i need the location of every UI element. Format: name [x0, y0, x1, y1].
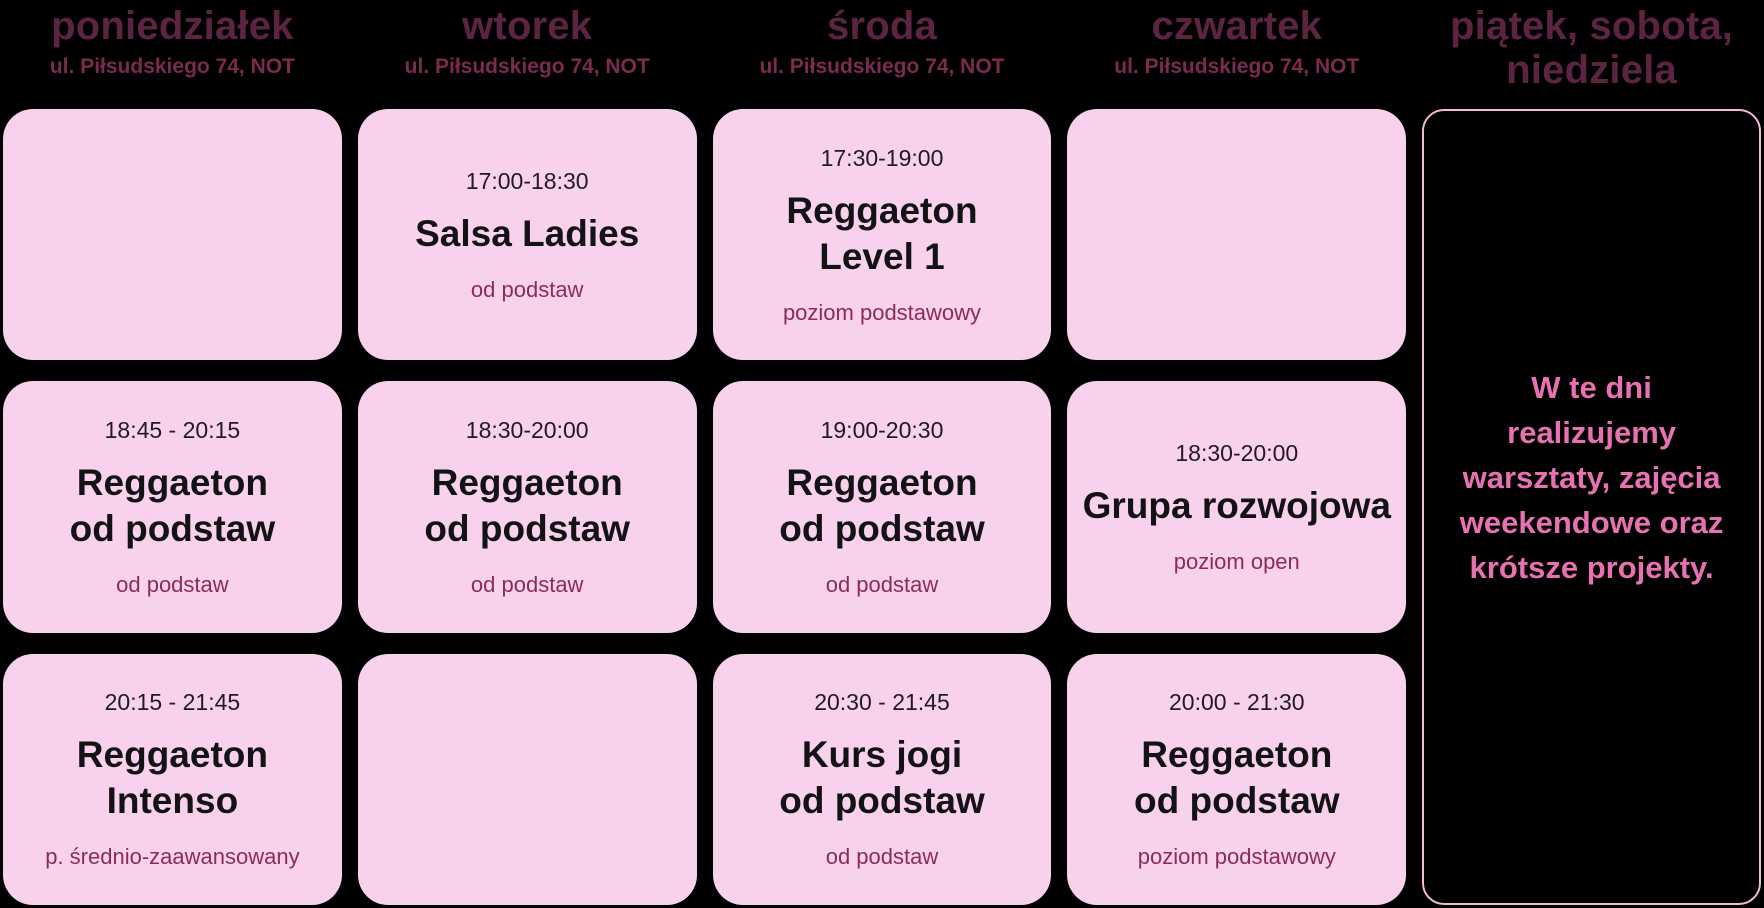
weekend-card: W te dni realizujemy warsztaty, zajęcia … — [1422, 109, 1761, 905]
column-header: piątek, sobota, niedziela — [1422, 0, 1761, 109]
class-time: 20:15 - 21:45 — [104, 689, 241, 716]
class-card: 18:30-20:00 Reggaeton od podstaw od pods… — [357, 381, 697, 633]
class-title: Reggaeton od podstaw — [779, 461, 985, 549]
class-time: 20:30 - 21:45 — [814, 689, 950, 716]
address-label: ul. Piłsudskiego 74, NOT — [1114, 55, 1360, 78]
empty-card — [357, 653, 697, 905]
class-card: 19:00-20:30 Reggaeton od podstaw od pods… — [712, 381, 1052, 633]
card-list: 17:00-18:30 Salsa Ladies od podstaw 18:3… — [357, 109, 697, 905]
day-label: poniedziałek — [51, 4, 294, 48]
class-title: Reggaeton Intenso — [76, 734, 268, 822]
class-level: od podstaw — [470, 571, 584, 597]
class-level: poziom podstawowy — [1137, 844, 1336, 870]
class-time: 18:30-20:00 — [1175, 439, 1299, 466]
column-tuesday: wtorek ul. Piłsudskiego 74, NOT 17:00-18… — [357, 0, 697, 905]
class-level: p. średnio-zaawansowany — [45, 844, 300, 870]
weekend-note: W te dni realizujemy warsztaty, zajęcia … — [1459, 369, 1724, 585]
address-label: ul. Piłsudskiego 74, NOT — [759, 55, 1005, 78]
class-title: Kurs jogi od podstaw — [779, 734, 985, 822]
class-level: od podstaw — [825, 844, 939, 870]
card-list: W te dni realizujemy warsztaty, zajęcia … — [1422, 109, 1761, 905]
empty-card — [1067, 109, 1407, 361]
column-header: środa ul. Piłsudskiego 74, NOT — [713, 0, 1052, 109]
class-title: Reggaeton od podstaw — [69, 461, 276, 549]
class-card: 20:15 - 21:45 Reggaeton Intenso p. średn… — [3, 653, 342, 905]
class-level: od podstaw — [470, 276, 584, 302]
card-list: 17:30-19:00 Reggaeton Level 1 poziom pod… — [712, 109, 1052, 905]
column-wednesday: środa ul. Piłsudskiego 74, NOT 17:30-19:… — [712, 0, 1052, 905]
class-level: od podstaw — [825, 571, 939, 597]
day-label: czwartek — [1151, 4, 1323, 48]
class-card: 20:30 - 21:45 Kurs jogi od podstaw od po… — [712, 653, 1052, 905]
column-weekend: piątek, sobota, niedziela W te dni reali… — [1422, 0, 1761, 905]
class-time: 17:30-19:00 — [820, 144, 944, 171]
day-label: wtorek — [462, 4, 593, 48]
class-time: 18:45 - 20:15 — [104, 416, 241, 443]
card-list: 18:45 - 20:15 Reggaeton od podstaw od po… — [3, 109, 342, 905]
class-title: Grupa rozwojowa — [1082, 484, 1391, 526]
class-card: 18:45 - 20:15 Reggaeton od podstaw od po… — [3, 381, 342, 633]
column-header: poniedziałek ul. Piłsudskiego 74, NOT — [3, 0, 342, 109]
address-label: ul. Piłsudskiego 74, NOT — [49, 55, 295, 78]
class-title: Reggaeton Level 1 — [786, 189, 978, 277]
class-level: od podstaw — [116, 571, 229, 597]
column-header: czwartek ul. Piłsudskiego 74, NOT — [1067, 0, 1406, 109]
card-list: 18:30-20:00 Grupa rozwojowa poziom open … — [1067, 109, 1407, 905]
class-level: poziom open — [1173, 548, 1300, 574]
class-title: Reggaeton od podstaw — [1134, 734, 1340, 822]
class-time: 20:00 - 21:30 — [1169, 689, 1305, 716]
day-label: środa — [827, 4, 937, 48]
column-monday: poniedziałek ul. Piłsudskiego 74, NOT 18… — [3, 0, 342, 905]
class-level: poziom podstawowy — [782, 299, 982, 325]
empty-card — [3, 109, 342, 361]
class-time: 18:30-20:00 — [465, 416, 589, 443]
class-time: 17:00-18:30 — [465, 167, 589, 194]
address-label: ul. Piłsudskiego 74, NOT — [404, 55, 650, 78]
class-card: 17:30-19:00 Reggaeton Level 1 poziom pod… — [712, 109, 1052, 361]
class-card: 20:00 - 21:30 Reggaeton od podstaw pozio… — [1067, 653, 1407, 905]
column-header: wtorek ul. Piłsudskiego 74, NOT — [358, 0, 697, 109]
column-thursday: czwartek ul. Piłsudskiego 74, NOT 18:30-… — [1067, 0, 1407, 905]
class-card: 17:00-18:30 Salsa Ladies od podstaw — [357, 109, 697, 361]
class-time: 19:00-20:30 — [820, 416, 944, 443]
class-card: 18:30-20:00 Grupa rozwojowa poziom open — [1067, 381, 1407, 633]
day-label: piątek, sobota, niedziela — [1450, 4, 1734, 92]
class-title: Salsa Ladies — [415, 212, 640, 254]
class-title: Reggaeton od podstaw — [424, 461, 630, 549]
